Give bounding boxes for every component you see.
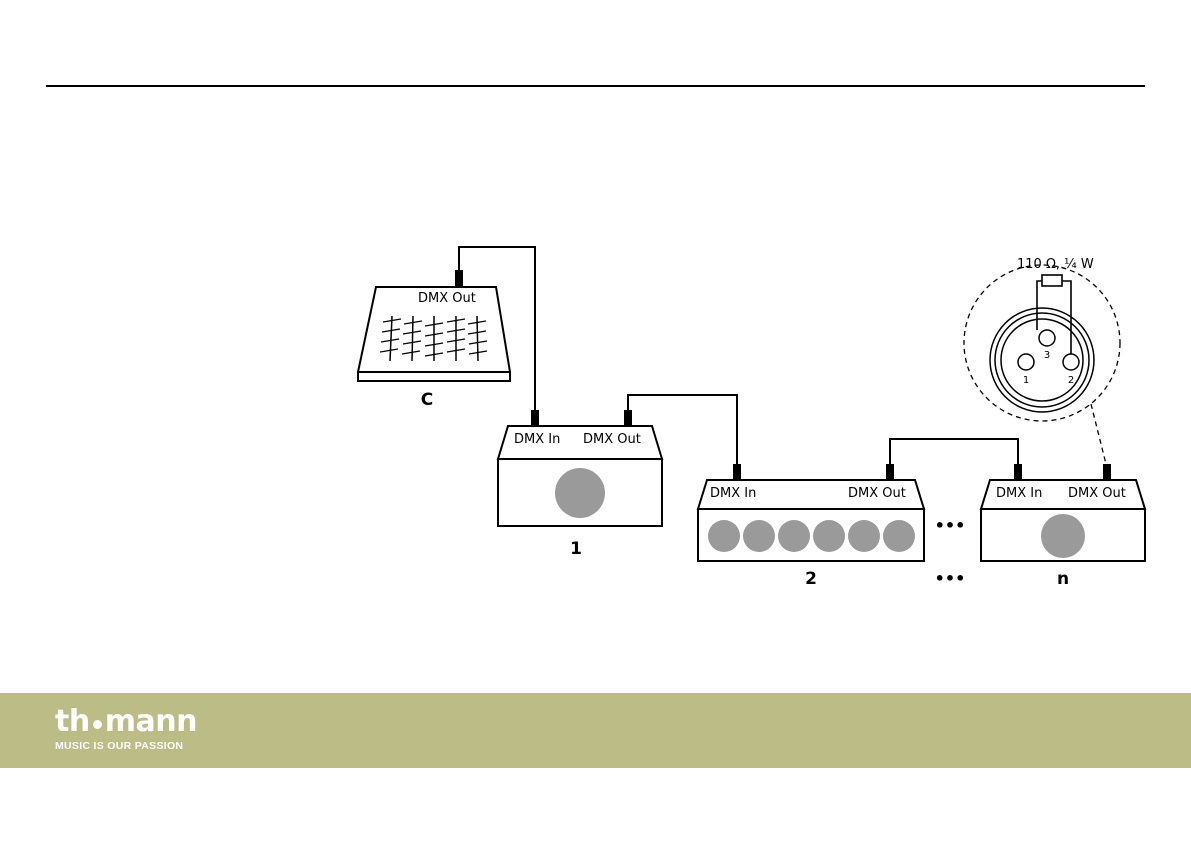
device-1: DMX In DMX Out 1 <box>498 410 662 559</box>
device-n: DMX In DMX Out n <box>981 464 1145 589</box>
device-n-port-in: DMX In <box>996 486 1042 501</box>
pin-3-label: 3 <box>1044 350 1050 361</box>
ellipsis-mid: ••• <box>935 516 966 535</box>
logo-part2: mann <box>105 705 197 739</box>
logo-part1: th <box>55 705 90 739</box>
connector-n-out <box>1103 464 1111 480</box>
resistor-label: 110 Ω, ¼ W <box>1017 257 1094 272</box>
pin-2-label: 2 <box>1068 375 1074 386</box>
device-n-label: n <box>1057 569 1069 589</box>
connector-1-out <box>624 410 632 426</box>
logo-tagline: MUSIC IS OUR PASSION <box>55 740 197 752</box>
thomann-logo: th mann MUSIC IS OUR PASSION <box>55 705 197 752</box>
device-2-port-out: DMX Out <box>848 486 906 501</box>
device-2-port-in: DMX In <box>710 486 756 501</box>
device-n-port-out: DMX Out <box>1068 486 1126 501</box>
controller-console: DMX Out C <box>358 270 510 410</box>
connector-controller-out <box>455 270 463 286</box>
pin-1-label: 1 <box>1023 375 1029 386</box>
connector-2-in <box>733 464 741 480</box>
cable-2-to-n <box>890 439 1018 472</box>
device-2-label: 2 <box>805 569 817 589</box>
footer-band: th mann MUSIC IS OUR PASSION <box>0 693 1191 768</box>
connector-n-in <box>1014 464 1022 480</box>
lamp-icon <box>555 468 605 518</box>
controller-label: C <box>421 390 433 410</box>
connector-2-out <box>886 464 894 480</box>
device-1-port-in: DMX In <box>514 432 560 447</box>
logo-dot-icon <box>93 720 102 729</box>
controller-port-label: DMX Out <box>418 291 476 306</box>
dmx-wiring-diagram: DMX Out C DMX In DMX Out 1 DMX In DMX Ou… <box>0 0 1191 690</box>
ellipsis-bottom: ••• <box>935 569 966 588</box>
device-1-port-out: DMX Out <box>583 432 641 447</box>
lamp-icon <box>1041 514 1085 558</box>
device-2: DMX In DMX Out 2 <box>698 464 924 589</box>
terminator-detail: 110 Ω, ¼ W 1 2 3 <box>964 257 1120 464</box>
device-1-label: 1 <box>570 539 582 559</box>
logo-wordmark: th mann <box>55 705 197 739</box>
connector-1-in <box>531 410 539 426</box>
